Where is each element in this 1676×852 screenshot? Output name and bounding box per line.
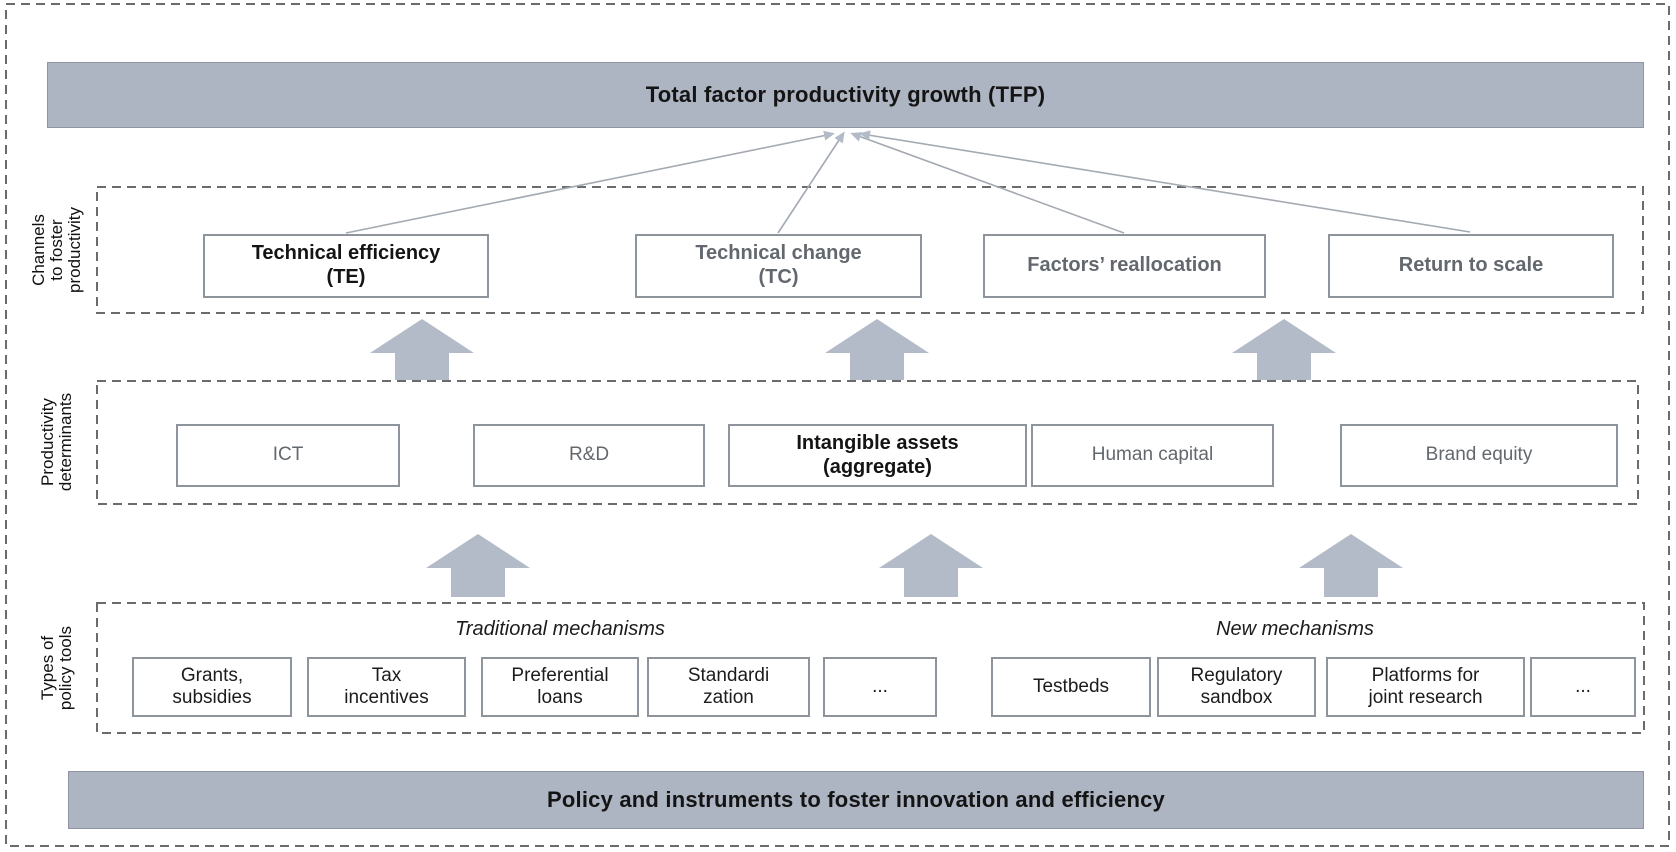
policy-box-platforms-joint-research: Platforms for joint research bbox=[1326, 657, 1525, 717]
channel-box-factors-reallocation: Factors’ reallocation bbox=[983, 234, 1266, 298]
channel-box-return-to-scale: Return to scale bbox=[1328, 234, 1614, 298]
connector-lines bbox=[345, 130, 1471, 234]
channel-box-label: Return to scale bbox=[1398, 254, 1544, 277]
connector-factors-to-tfp-icon bbox=[850, 132, 1125, 234]
channel-box-label: Technical efficiency (TE) bbox=[251, 242, 441, 288]
channel-box-technical-efficiency: Technical efficiency (TE) bbox=[203, 234, 489, 298]
tfp-bar: Total factor productivity growth (TFP) bbox=[47, 62, 1644, 128]
policy-box-grants-subsidies: Grants, subsidies bbox=[132, 657, 292, 717]
up-arrow-icon bbox=[879, 534, 983, 597]
determinant-box-label: ICT bbox=[272, 444, 304, 466]
policy-box-label: Standardi zation bbox=[687, 664, 770, 708]
policy-box-testbeds: Testbeds bbox=[991, 657, 1151, 717]
policy-box-label: Preferential loans bbox=[511, 664, 609, 708]
tfp-bar-label: Total factor productivity growth (TFP) bbox=[645, 82, 1046, 107]
policy-box-tax-incentives: Tax incentives bbox=[307, 657, 466, 717]
connector-tc-to-tfp-icon bbox=[777, 131, 845, 234]
policy-box-regulatory-sandbox: Regulatory sandbox bbox=[1157, 657, 1316, 717]
channel-box-label: Technical change (TC) bbox=[695, 242, 862, 288]
determinant-box-brand-equity: Brand equity bbox=[1340, 424, 1618, 487]
group-label-new-mechanisms: New mechanisms bbox=[1216, 617, 1374, 640]
side-label-determinants: Productivity determinants bbox=[38, 392, 75, 492]
up-arrow-icon bbox=[426, 534, 530, 597]
channel-box-label: Factors’ reallocation bbox=[1027, 254, 1222, 277]
determinant-box-rd: R&D bbox=[473, 424, 705, 487]
policy-box-traditional-ellipsis: ... bbox=[823, 657, 937, 717]
up-arrow-icon bbox=[1299, 534, 1403, 597]
connector-te-to-tfp-icon bbox=[345, 130, 835, 234]
up-arrow-icon bbox=[1232, 319, 1336, 380]
determinant-box-human-capital: Human capital bbox=[1031, 424, 1274, 487]
policy-section-border bbox=[96, 602, 1645, 734]
policy-box-label: ... bbox=[1575, 675, 1591, 697]
policy-box-label: Testbeds bbox=[1032, 675, 1110, 697]
channels-section-border bbox=[96, 186, 1644, 314]
outer-dashed-border bbox=[5, 3, 1670, 847]
policy-box-standardization: Standardi zation bbox=[647, 657, 810, 717]
policy-box-label: Tax incentives bbox=[344, 664, 429, 708]
policy-box-label: ... bbox=[872, 675, 888, 697]
side-label-policy-tools: Types of policy tools bbox=[38, 625, 75, 711]
block-arrows bbox=[370, 319, 1403, 597]
policy-box-label: Grants, subsidies bbox=[172, 664, 252, 708]
connector-return-to-tfp-icon bbox=[859, 130, 1471, 233]
determinants-section-border bbox=[96, 380, 1639, 505]
determinant-box-label: Brand equity bbox=[1425, 444, 1533, 466]
determinant-box-label: Human capital bbox=[1091, 444, 1214, 466]
group-label-traditional-mechanisms: Traditional mechanisms bbox=[455, 617, 665, 640]
policy-box-preferential-loans: Preferential loans bbox=[481, 657, 639, 717]
determinant-box-label: Intangible assets (aggregate) bbox=[796, 431, 959, 478]
side-label-channels: Channels to foster productivity bbox=[29, 207, 84, 293]
channel-box-technical-change: Technical change (TC) bbox=[635, 234, 922, 298]
determinant-box-intangible-assets: Intangible assets (aggregate) bbox=[728, 424, 1027, 487]
up-arrow-icon bbox=[825, 319, 929, 380]
policy-box-new-ellipsis: ... bbox=[1530, 657, 1636, 717]
determinant-box-label: R&D bbox=[568, 444, 610, 466]
determinant-box-ict: ICT bbox=[176, 424, 400, 487]
policy-instruments-bar: Policy and instruments to foster innovat… bbox=[68, 771, 1644, 829]
policy-box-label: Regulatory sandbox bbox=[1190, 664, 1283, 708]
up-arrow-icon bbox=[370, 319, 474, 380]
policy-instruments-bar-label: Policy and instruments to foster innovat… bbox=[547, 787, 1165, 812]
policy-box-label: Platforms for joint research bbox=[1368, 664, 1483, 708]
